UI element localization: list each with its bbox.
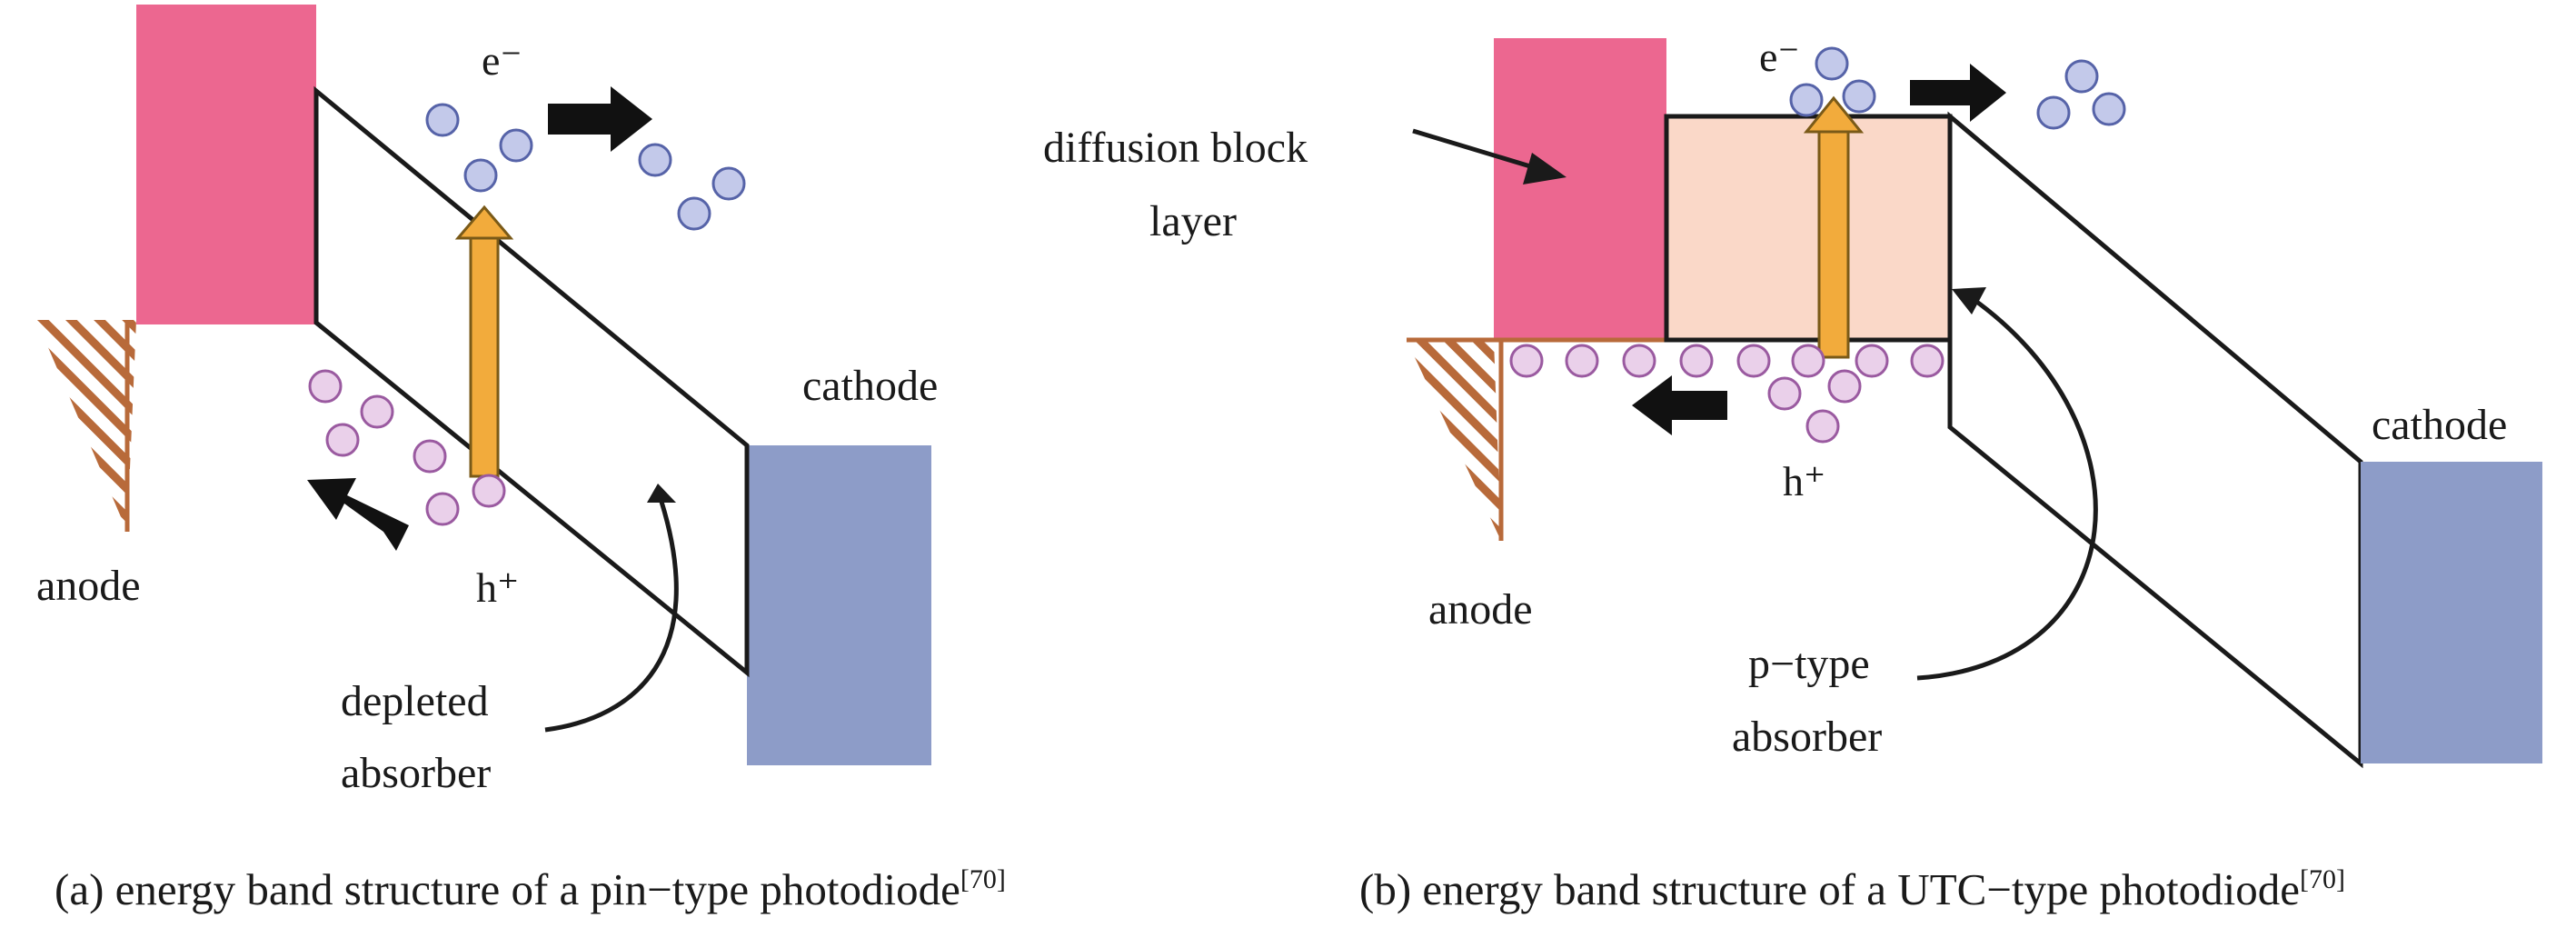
anode-hatch-wedge <box>1407 340 1501 541</box>
panel-b-hole-label: h⁺ <box>1783 458 1825 504</box>
electron-drift-arrow <box>1910 64 2006 122</box>
panel-b-utc-photodiode: e⁻ h⁺ anode cathode diffusion block laye… <box>1043 34 2542 914</box>
photon-excitation-arrow <box>454 205 514 478</box>
panel-b-cathode-label: cathode <box>2372 401 2507 449</box>
panel-b-absorber-label-line1: p−type <box>1748 640 1870 688</box>
electron-drift-arrow <box>548 86 652 152</box>
panel-a-electron-label: e⁻ <box>482 37 522 84</box>
cathode-block <box>747 445 931 765</box>
holes-panel-a <box>308 369 506 526</box>
panel-b-caption-ref: [70] <box>2300 864 2345 894</box>
block-layer-pointer-head <box>1523 153 1566 185</box>
photon-excitation-arrow <box>1803 95 1865 359</box>
panel-b-anode-label: anode <box>1428 585 1533 634</box>
holes-panel-b <box>1509 344 1944 444</box>
p-type-absorber-region <box>1664 114 1953 343</box>
panel-a-absorber-label-line1: depleted <box>341 677 489 725</box>
anode-block <box>136 5 316 324</box>
panel-a-pin-photodiode: e⁻ h⁺ anode cathode depleted absorber (a… <box>36 5 1006 914</box>
block-layer-pointer-line <box>1412 128 1540 172</box>
panel-b-electron-label: e⁻ <box>1759 34 1800 80</box>
anode-block <box>1494 38 1666 340</box>
panel-a-caption: (a) energy band structure of a pin−type … <box>55 864 1006 914</box>
panel-b-caption-text: (b) energy band structure of a UTC−type … <box>1359 864 2300 914</box>
panel-b-absorber-label-line2: absorber <box>1732 713 1882 761</box>
panel-a-caption-text: (a) energy band structure of a pin−type … <box>55 864 960 914</box>
depleted-collector-band <box>1947 111 2363 769</box>
absorber-pointer-curve <box>1916 295 2098 681</box>
depleted-absorber-band <box>313 85 750 678</box>
cathode-block <box>2361 462 2542 763</box>
panel-b-caption: (b) energy band structure of a UTC−type … <box>1359 864 2345 914</box>
panel-a-caption-ref: [70] <box>960 864 1006 894</box>
absorber-pointer-head <box>647 484 676 503</box>
hole-drift-arrow <box>307 478 409 551</box>
electrons-panel-b <box>1789 46 2126 130</box>
hole-drift-arrow <box>1632 375 1727 435</box>
panel-a-cathode-label: cathode <box>802 362 938 410</box>
panel-b-block-label-line1: diffusion block <box>1043 124 1308 172</box>
panel-a-hole-label: h⁺ <box>476 564 519 611</box>
electrons-panel-a <box>425 103 746 231</box>
panel-b-block-label-line2: layer <box>1149 197 1237 245</box>
panel-a-absorber-label-line2: absorber <box>341 749 491 797</box>
anode-hatch-wedge <box>36 320 136 532</box>
absorber-pointer-head <box>1952 287 1986 314</box>
panel-a-anode-label: anode <box>36 562 141 610</box>
absorber-pointer-curve <box>544 501 679 733</box>
